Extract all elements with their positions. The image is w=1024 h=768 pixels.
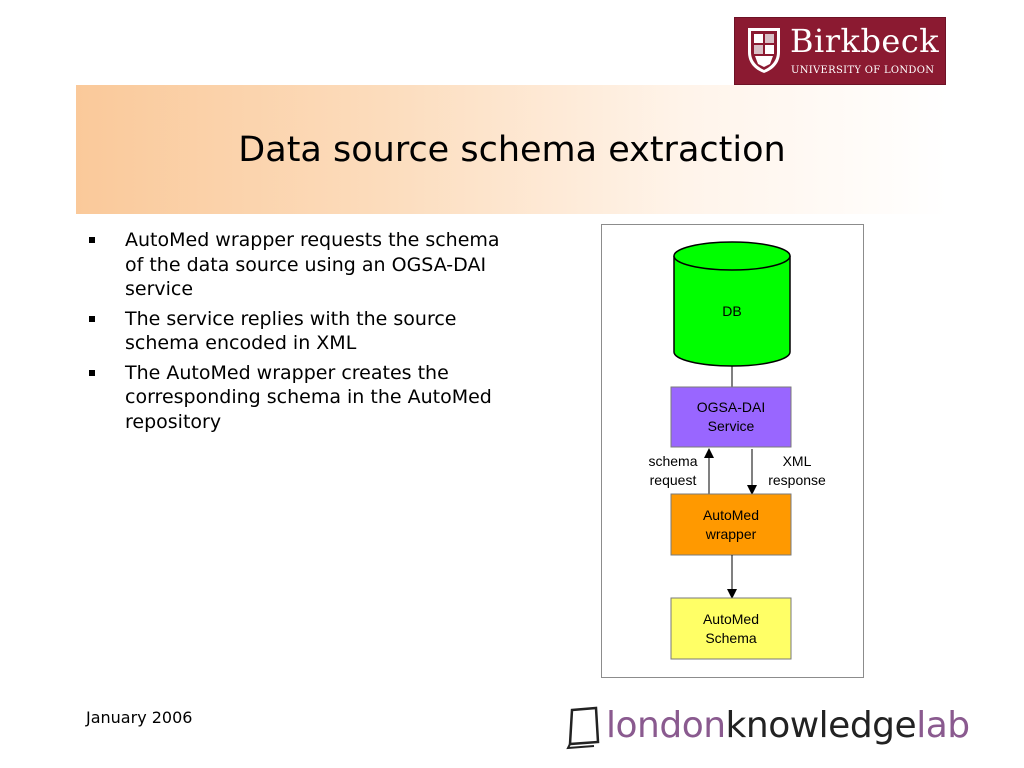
bullet-text: The service replies with the source sche… [125, 307, 457, 355]
lkl-part-london: london [606, 705, 726, 746]
architecture-diagram [670, 241, 792, 660]
bullet-item: The AutoMed wrapper creates the correspo… [86, 361, 506, 435]
bullet-item: AutoMed wrapper requests the schema of t… [86, 228, 506, 302]
bullet-item: The service replies with the source sche… [86, 307, 506, 356]
xml-response-label-line1: XML [782, 453, 812, 469]
birkbeck-logo: Birkbeck UNIVERSITY OF LONDON [734, 17, 946, 85]
lkl-bracket-icon [566, 706, 600, 750]
db-cylinder [673, 241, 791, 367]
automed-wrapper-box [670, 493, 792, 556]
automed-wrapper-label-line2: wrapper [705, 526, 757, 542]
xml-response-label-line2: response [768, 472, 826, 488]
bullet-text: AutoMed wrapper requests the schema of t… [125, 229, 500, 300]
xml-response-label: XML response [757, 452, 837, 490]
schema-request-label: schema request [636, 452, 710, 490]
ogsa-dai-label-line1: OGSA-DAI [696, 399, 766, 415]
bullet-square-icon [89, 237, 95, 243]
title-band [76, 85, 948, 214]
ogsa-dai-service-box [670, 386, 792, 448]
db-label: DB [722, 303, 742, 319]
automed-schema-label-line1: AutoMed [702, 611, 760, 627]
ogsa-dai-label-line2: Service [707, 418, 755, 434]
lkl-part-lab: lab [916, 705, 970, 746]
ogsa-dai-label: OGSA-DAI Service [671, 398, 791, 436]
automed-wrapper-label-line1: AutoMed [702, 507, 760, 523]
lkl-part-knowledge: knowledge [725, 705, 917, 746]
slide-date: January 2006 [86, 708, 193, 727]
birkbeck-name: Birkbeck [790, 22, 940, 60]
bullet-square-icon [89, 315, 95, 322]
bullet-text: The AutoMed wrapper creates the correspo… [125, 361, 492, 433]
bullet-square-icon [89, 369, 95, 376]
schema-request-label-line2: request [649, 472, 697, 488]
lkl-wordmark: londonknowledgelab [606, 702, 970, 750]
schema-request-label-line1: schema [648, 453, 698, 469]
automed-schema-label: AutoMed Schema [671, 610, 791, 648]
bullet-list: AutoMed wrapper requests the schema of t… [86, 228, 506, 439]
london-knowledge-lab-logo: londonknowledgelab [566, 702, 970, 750]
automed-schema-box [670, 597, 792, 660]
birkbeck-crest-icon [748, 28, 780, 73]
slide-title: Data source schema extraction [238, 130, 786, 170]
automed-wrapper-label: AutoMed wrapper [671, 506, 791, 544]
automed-schema-label-line2: Schema [705, 630, 757, 646]
birkbeck-subtitle: UNIVERSITY OF LONDON [791, 65, 935, 76]
